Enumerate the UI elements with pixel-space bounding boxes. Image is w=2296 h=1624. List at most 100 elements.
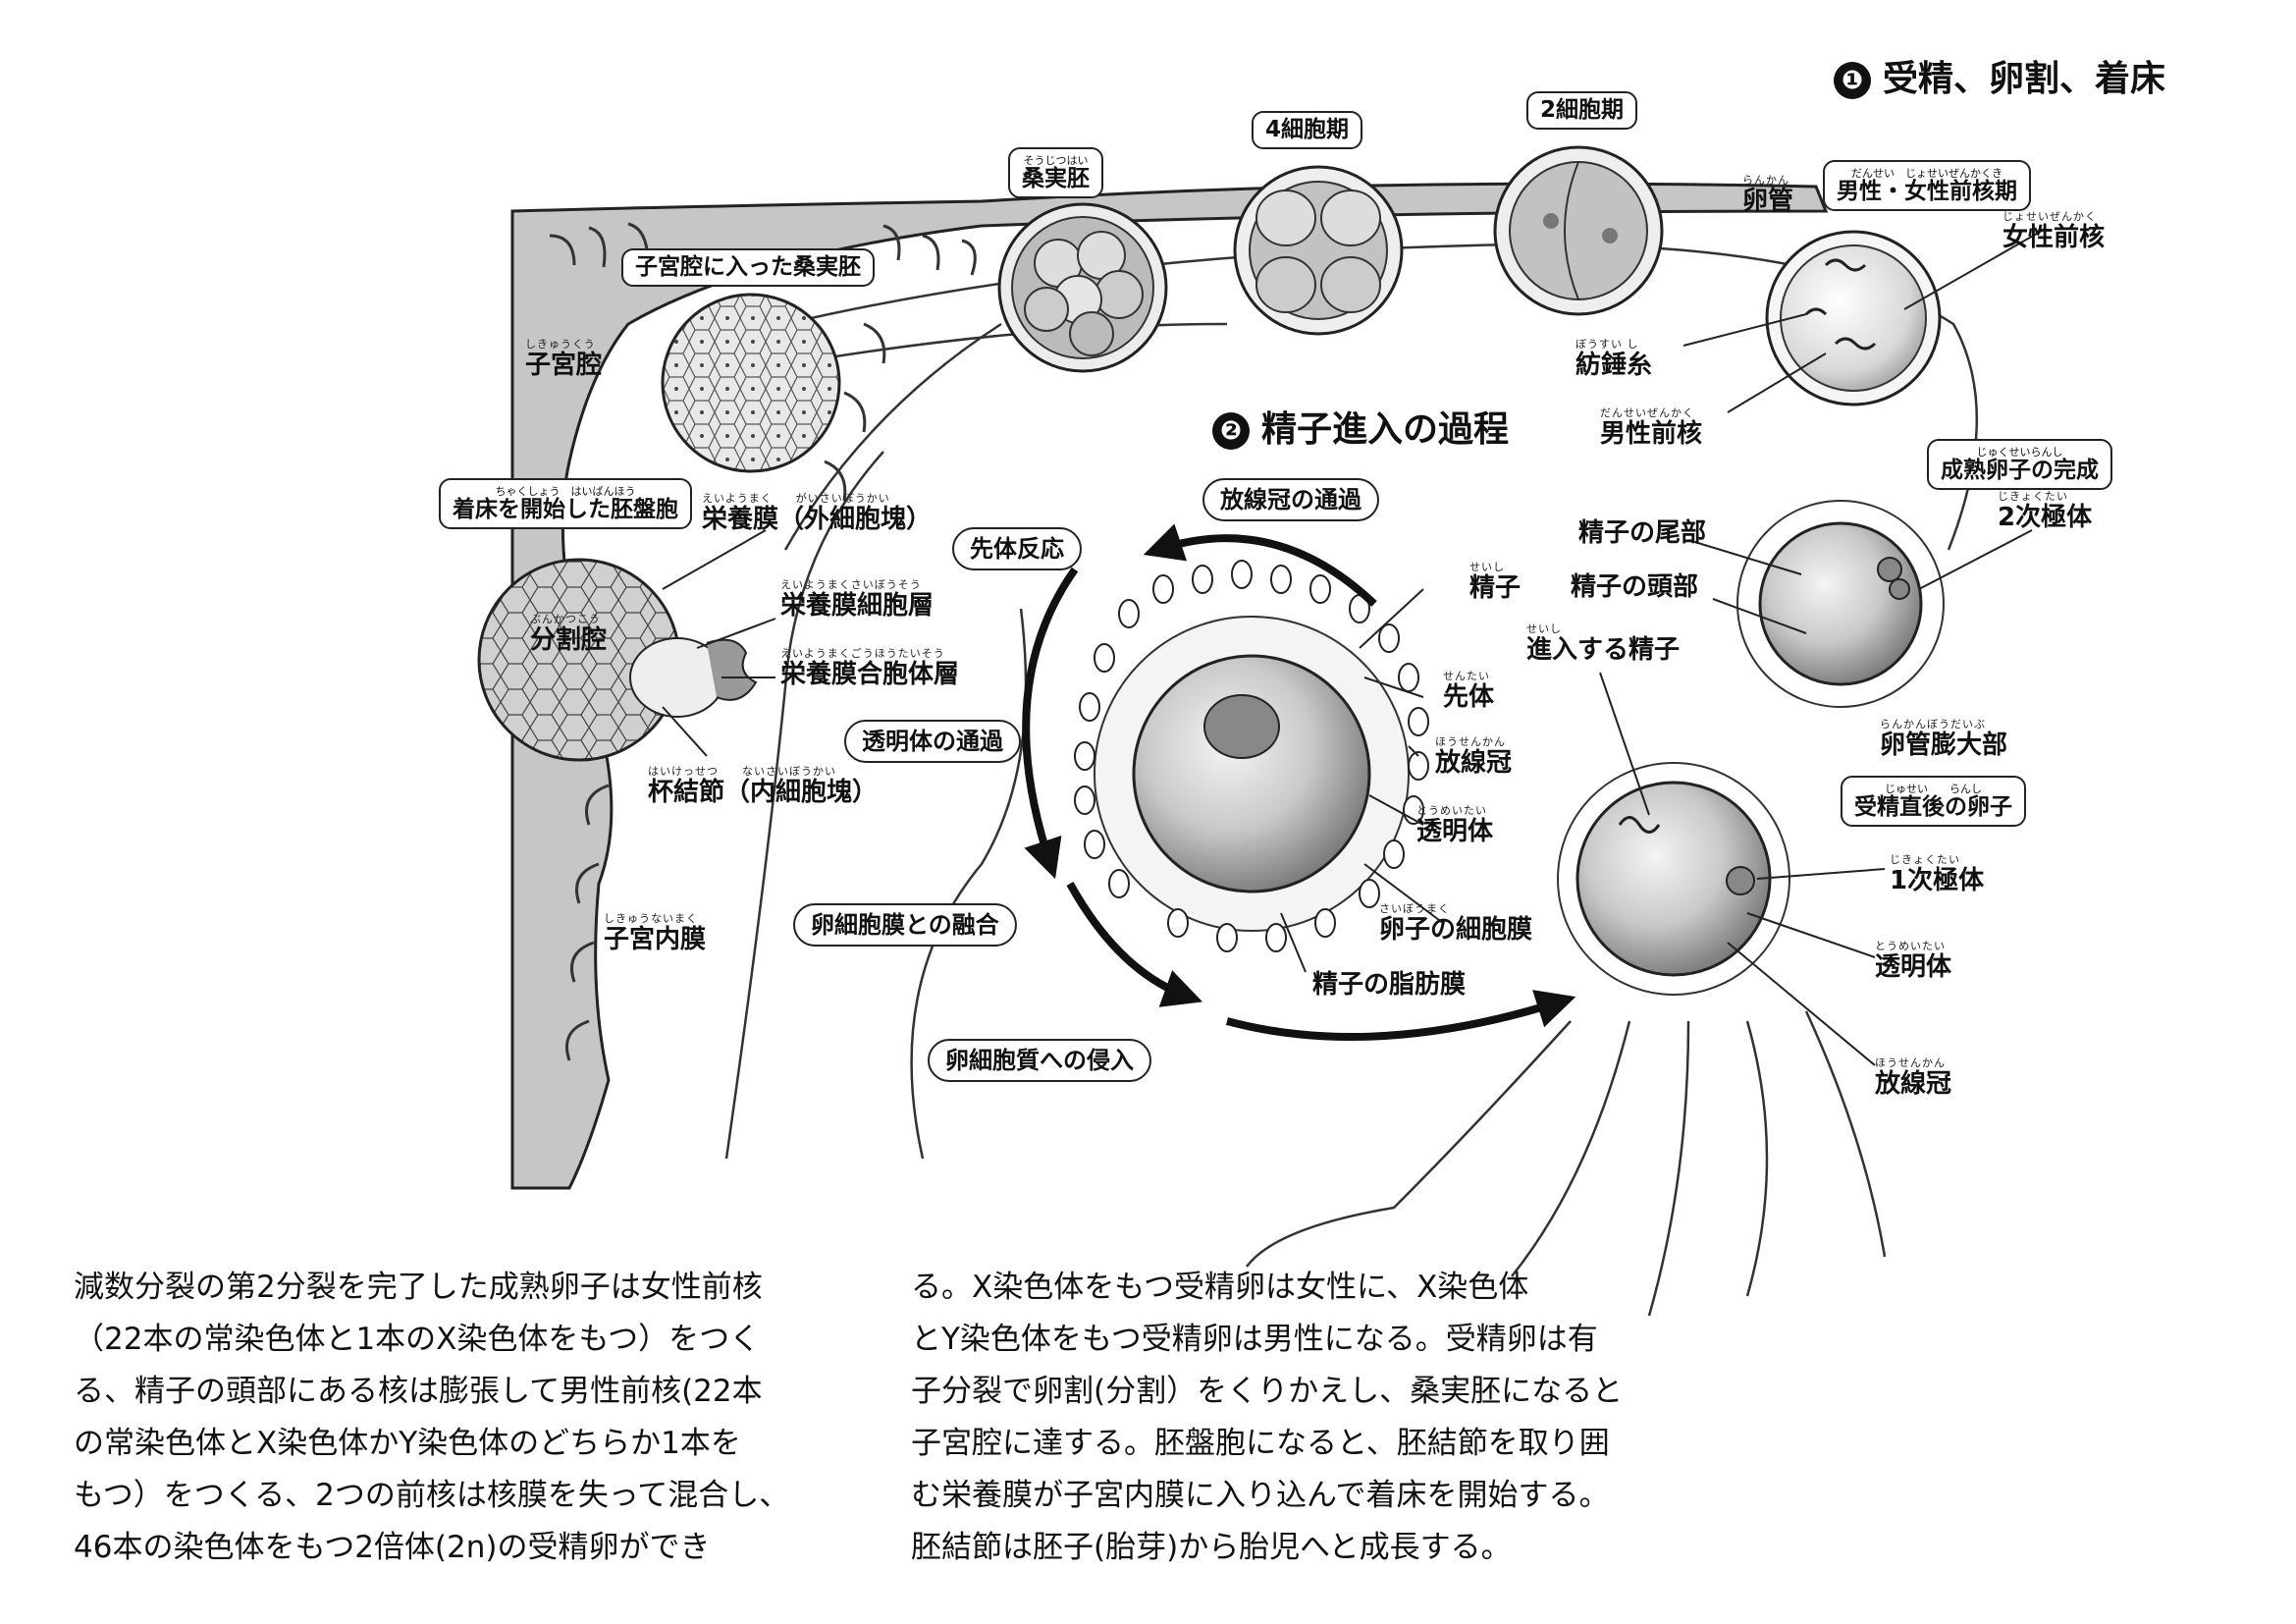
ruby: せいし <box>1469 561 1505 573</box>
label-text: 子宮腔 <box>525 351 603 380</box>
label-text: 1次極体 <box>1890 866 1985 895</box>
label-text: 先体 <box>1443 682 1495 712</box>
text-line: る。X染色体をもつ受精卵は女性に、X染色体 <box>911 1270 1529 1305</box>
text-line: もつ）をつくる、2つの前核は核膜を失って混合し、 <box>74 1478 790 1513</box>
box-text: 受精直後の卵子 <box>1854 794 2012 820</box>
label-sperm: せいし精子 <box>1469 562 1521 601</box>
label-oviduct: らんかん卵管 <box>1742 175 1793 214</box>
ruby: えいようまく がいさいぼうかい <box>702 492 890 505</box>
label-text: 男性前核 <box>1600 419 1703 449</box>
label-ampulla: らんかんぼうだいぶ卵管膨大部 <box>1880 719 2007 758</box>
four-cell-box: 4細胞期 <box>1252 111 1363 149</box>
ruby: ちゃくしょう はいばんほう <box>495 485 636 498</box>
ruby: だんせい じょせいぜんかくき <box>1851 167 2002 180</box>
label-text: 栄養膜細胞層 <box>780 591 934 621</box>
label-female-pronucleus: じょせいぜんかく女性前核 <box>2002 211 2105 250</box>
label-text: 精子の脂肪膜 <box>1312 970 1467 1000</box>
ruby: さいぼうまく <box>1379 902 1450 915</box>
box-text: 4細胞期 <box>1265 117 1350 142</box>
text-line: む栄養膜が子宮内膜に入り込んで着床を開始する。 <box>911 1478 1610 1513</box>
heading-number: ❷ <box>1212 412 1250 450</box>
label-corona-2: ほうせんかん放線冠 <box>1875 1057 1951 1097</box>
label-text: 精子の頭部 <box>1571 572 1699 602</box>
label-syncytiotrophoblast: えいようまくごうほうたいそう栄養膜合胞体層 <box>780 648 959 687</box>
text-line: る、精子の頭部にある核は膨張して男性前核(22本 <box>74 1374 763 1409</box>
morula-egg <box>997 202 1168 373</box>
label-endometrium: しきゅうないまく子宮内膜 <box>604 913 706 952</box>
body-text-right: る。X染色体をもつ受精卵は女性に、X染色体 とY染色体をもつ受精卵は男性になる。… <box>911 1262 1623 1574</box>
label-text: 栄養膜（外細胞塊） <box>702 505 933 534</box>
ruby: じきょくたい <box>1998 490 2068 503</box>
ruby: とうめいたい <box>1875 940 1946 952</box>
label-text: 杯結節（内細胞塊） <box>648 778 879 807</box>
label-acrosome: せんたい先体 <box>1443 671 1494 710</box>
label-text: 子宮内膜 <box>604 925 707 954</box>
label-egg-membrane: さいぼうまく卵子の細胞膜 <box>1379 903 1532 943</box>
label-text: 分割腔 <box>530 625 608 655</box>
ruby: はいけっせつ ないさいぼうかい <box>648 765 836 778</box>
implanting-blastocyst-box: ちゃくしょう はいばんほう着床を開始した胚盤胞 <box>439 478 692 529</box>
label-text: 透明体 <box>1875 952 1952 982</box>
mature-egg-complete-box: じゅくせいらんし成熟卵子の完成 <box>1927 439 2112 490</box>
heading-text: 精子進入の過程 <box>1261 409 1510 450</box>
box-text: 成熟卵子の完成 <box>1941 458 2099 483</box>
ruby: だんせいぜんかく <box>1600 406 1694 419</box>
label-text: 卵子の細胞膜 <box>1379 915 1533 945</box>
box-text: 桑実胚 <box>1022 166 1090 191</box>
label-text: 栄養膜合胞体層 <box>780 660 960 689</box>
ruby: じょせいぜんかく <box>2002 210 2097 223</box>
ruby: ほうせんかん <box>1875 1056 1946 1069</box>
four-cell-egg <box>1233 165 1404 336</box>
ruby: らんかん <box>1742 174 1789 187</box>
label-sperm-head: 精子の頭部 <box>1571 574 1698 600</box>
step-pass-zona: 透明体の通過 <box>844 720 1021 763</box>
morula-in-cavity <box>661 293 841 473</box>
label-sperm-tail: 精子の尾部 <box>1578 520 1706 546</box>
ruby: しきゅうくう <box>525 338 596 351</box>
label-blastocoel: ぶんかつこう分割腔 <box>530 614 607 653</box>
step-pass-corona: 放線冠の通過 <box>1202 478 1379 521</box>
ruby: えいようまくごうほうたいそう <box>780 647 945 660</box>
body-text-left: 減数分裂の第2分裂を完了した成熟卵子は女性前核 （22本の常染色体と1本のX染色… <box>74 1262 789 1574</box>
label-text: 卵管 <box>1742 187 1794 216</box>
pronuclear-box: だんせい じょせいぜんかくき男性・女性前核期 <box>1823 160 2031 211</box>
label-text: 放線冠 <box>1875 1069 1952 1099</box>
heading-number: ❶ <box>1834 62 1871 99</box>
label-text: 卵管膨大部 <box>1880 731 2008 760</box>
fimbriae <box>1246 1010 1887 1317</box>
label-corona: ほうせんかん放線冠 <box>1435 736 1512 776</box>
box-text: 着床を開始した胚盤胞 <box>453 497 678 522</box>
label-spindle: ぼうすい し紡錘糸 <box>1575 339 1652 378</box>
ruby: ぼうすい し <box>1575 338 1639 351</box>
box-text: 子宮腔に入った桑実胚 <box>635 254 861 280</box>
ruby: えいようまくさいぼうそう <box>780 578 922 591</box>
ruby: ほうせんかん <box>1435 735 1506 748</box>
step-acrosome-reaction: 先体反応 <box>952 527 1082 570</box>
ruby: じゅせい らんし <box>1885 783 1982 795</box>
ruby: せいし <box>1526 623 1562 635</box>
label-sperm-membrane: 精子の脂肪膜 <box>1312 972 1466 998</box>
step-membrane-fusion: 卵細胞膜との融合 <box>793 903 1017 947</box>
ruby: じゅくせいらんし <box>1976 446 2063 459</box>
label-trophoblast: えいようまく がいさいぼうかい栄養膜（外細胞塊） <box>702 493 932 532</box>
label-text: 進入する精子 <box>1526 635 1681 665</box>
section-heading-sperm-entry: ❷ 精子進入の過程 <box>1212 412 1509 450</box>
text-line: 減数分裂の第2分裂を完了した成熟卵子は女性前核 <box>74 1270 763 1305</box>
fertilized-egg-box: じゅせい らんし受精直後の卵子 <box>1841 776 2026 827</box>
process-arrows <box>1022 523 1576 1041</box>
label-text: 女性前核 <box>2002 223 2106 252</box>
label-male-pronucleus: だんせいぜんかく男性前核 <box>1600 407 1702 447</box>
text-line: 46本の染色体をもつ2倍体(2n)の受精卵ができ <box>74 1530 711 1565</box>
step-cytoplasm-entry: 卵細胞質への侵入 <box>928 1039 1151 1082</box>
implanting-blastocyst <box>477 558 758 762</box>
label-text: 紡錘糸 <box>1575 351 1653 380</box>
label-text: 透明体 <box>1416 817 1494 846</box>
ruby: とうめいたい <box>1416 804 1487 817</box>
text-line: 子分裂で卵割(分割）をくりかえし、桑実胚になると <box>911 1374 1624 1409</box>
text-line: 胚結節は胚子(胎芽)から胎児へと成長する。 <box>911 1530 1512 1565</box>
label-embryoblast: はいけっせつ ないさいぼうかい杯結節（内細胞塊） <box>648 766 878 805</box>
ruby: ぶんかつこう <box>530 613 601 625</box>
text-line: の常染色体とX染色体かY染色体のどちらか1本を <box>74 1426 741 1461</box>
